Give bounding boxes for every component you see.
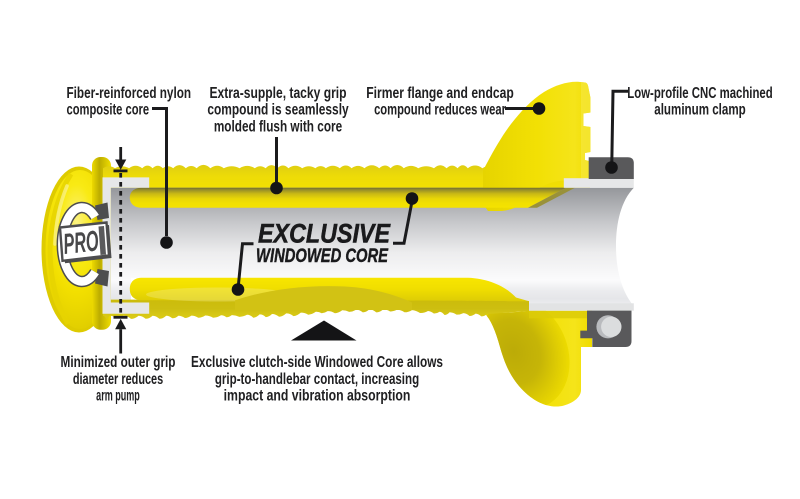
svg-text:composite core: composite core <box>67 101 150 118</box>
svg-text:Minimized outer grip: Minimized outer grip <box>61 352 176 370</box>
svg-text:compound is seamlessly: compound is seamlessly <box>207 100 348 118</box>
svg-text:Fiber-reinforced nylon: Fiber-reinforced nylon <box>67 83 192 101</box>
svg-text:Extra-supple, tacky grip: Extra-supple, tacky grip <box>209 84 346 102</box>
svg-text:Exclusive clutch-side Windowed: Exclusive clutch-side Windowed Core allo… <box>191 352 443 370</box>
svg-text:grip-to-handlebar contact, inc: grip-to-handlebar contact, increasing <box>215 369 419 387</box>
svg-text:compound reduces wear: compound reduces wear <box>374 100 506 119</box>
svg-text:Firmer flange and endcap: Firmer flange and endcap <box>366 84 514 102</box>
svg-text:PRO: PRO <box>62 224 100 260</box>
svg-text:molded flush with core: molded flush with core <box>214 117 342 135</box>
svg-text:aluminum clamp: aluminum clamp <box>654 100 745 118</box>
svg-text:WINDOWED CORE: WINDOWED CORE <box>256 245 388 266</box>
svg-text:diameter reduces: diameter reduces <box>73 370 164 388</box>
svg-text:arm pump: arm pump <box>96 386 140 404</box>
svg-text:Low-profile CNC machined: Low-profile CNC machined <box>627 83 772 101</box>
svg-text:EXCLUSIVE: EXCLUSIVE <box>258 219 391 249</box>
svg-text:impact and vibration absorptio: impact and vibration absorption <box>224 387 411 405</box>
